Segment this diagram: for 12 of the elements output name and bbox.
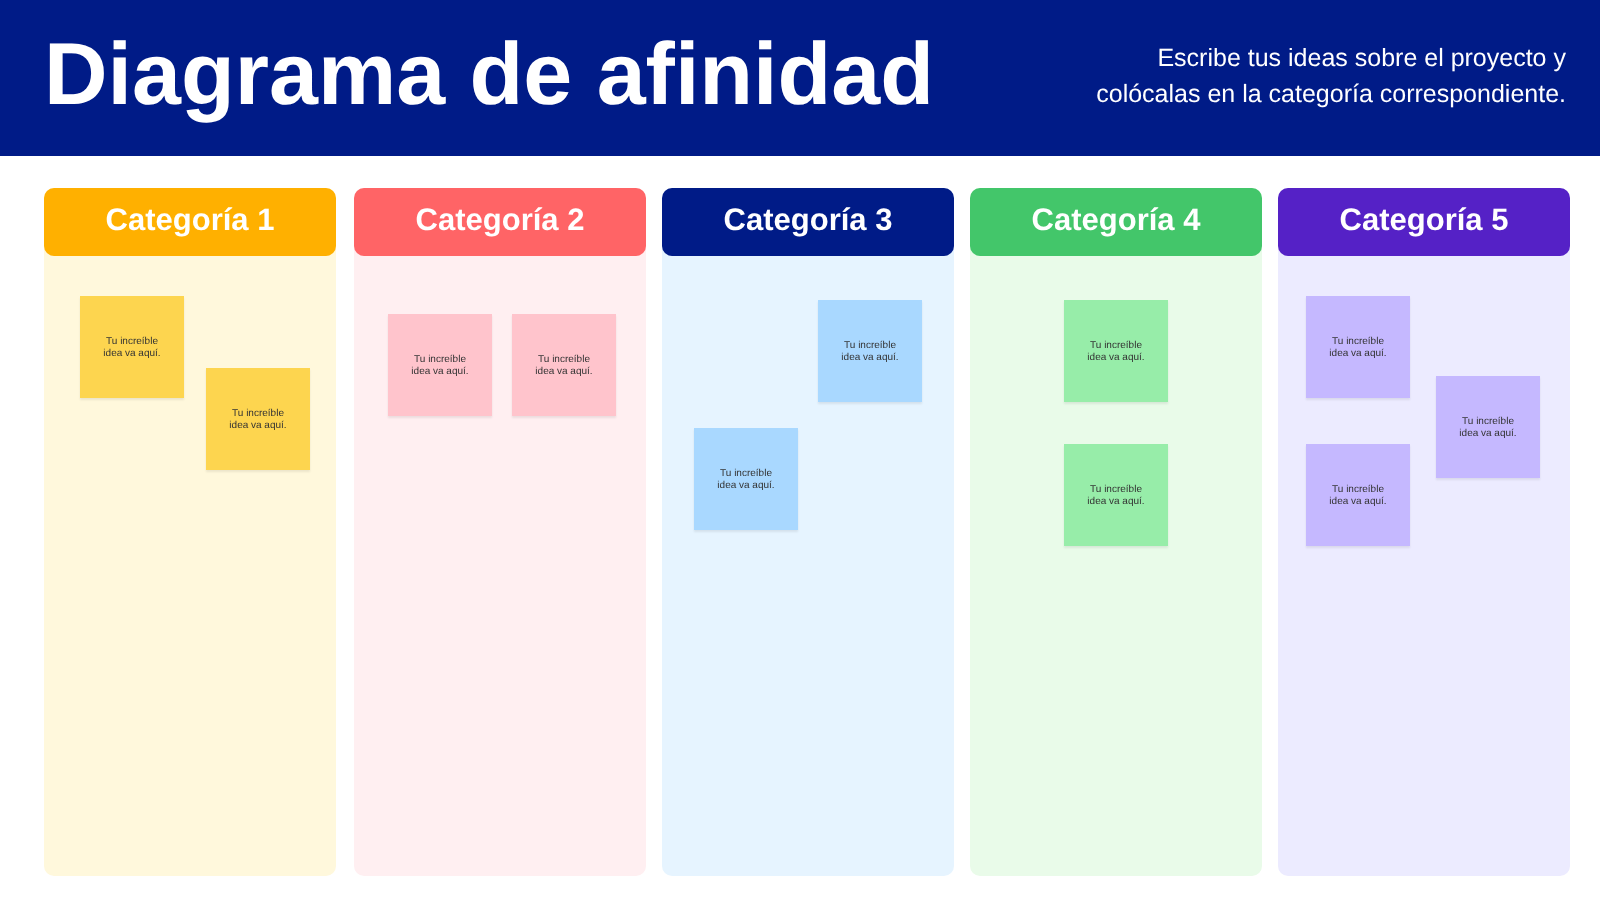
category-header: Categoría 5 [1278, 188, 1570, 256]
category-header: Categoría 4 [970, 188, 1262, 256]
category-column [970, 188, 1262, 876]
category-header: Categoría 2 [354, 188, 646, 256]
title: Diagrama de afinidad [44, 24, 935, 128]
category-column [44, 188, 336, 876]
category-column [354, 188, 646, 876]
category-column [662, 188, 954, 876]
category-column [1278, 188, 1570, 876]
subtitle: Escribe tus ideas sobre el proyecto y colócalas en la categoría correspondiente. [1094, 42, 1566, 112]
category-header: Categoría 3 [662, 188, 954, 256]
category-header: Categoría 1 [44, 188, 336, 256]
